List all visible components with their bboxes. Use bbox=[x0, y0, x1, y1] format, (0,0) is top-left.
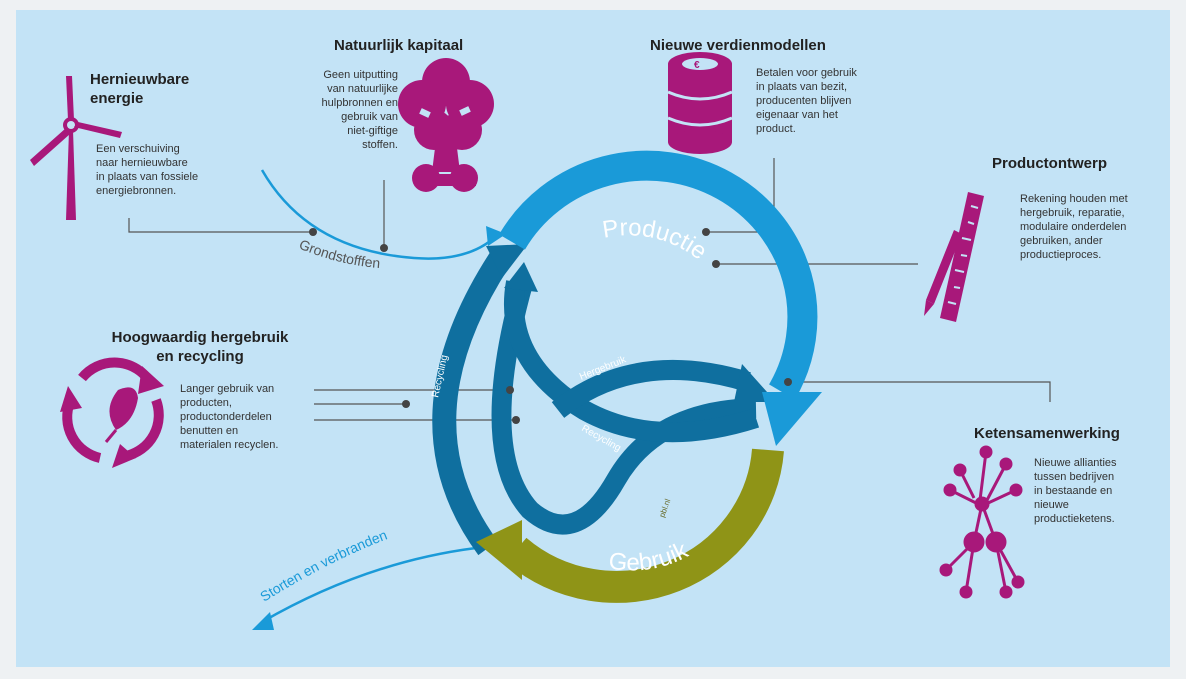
connector-chain-cooperation bbox=[788, 381, 1051, 402]
revenue-models-description: Betalen voor gebruik in plaats van bezit… bbox=[756, 67, 857, 135]
tree-icon bbox=[398, 58, 494, 192]
natural-capital-heading: Natuurlijk kapitaal bbox=[334, 37, 464, 54]
production-arc bbox=[499, 150, 818, 400]
use-arrowhead bbox=[476, 520, 522, 580]
energy-description: Een verschuiving naar hernieuwbare in pl… bbox=[96, 143, 199, 197]
reuse-loop bbox=[551, 360, 751, 418]
landfill-flow bbox=[261, 546, 477, 624]
wind-turbine-icon bbox=[30, 76, 122, 220]
inner-recycling-loop bbox=[491, 277, 757, 535]
reuse-recycling-heading: Hoogwaardig hergebruik en recycling bbox=[111, 329, 289, 365]
svg-text:€: € bbox=[694, 60, 700, 71]
credit-label: pbl.nl bbox=[657, 497, 672, 518]
raw-materials-arrowhead bbox=[486, 226, 506, 246]
outer-recycling-loop bbox=[432, 249, 513, 556]
inner-reuse-loop-back bbox=[503, 280, 760, 443]
reuse-recycling-description: Langer gebruik van producten, productond… bbox=[180, 383, 279, 451]
chain-cooperation-description: Nieuwe allianties tussen bedrijven in be… bbox=[1034, 457, 1117, 525]
coin-stack-icon: € bbox=[667, 52, 733, 154]
landfill-arrowhead bbox=[252, 612, 274, 630]
infographic-panel: Productie Gebruik Grondstofffen Storten … bbox=[16, 10, 1170, 667]
network-icon bbox=[939, 445, 1025, 599]
connector-dots bbox=[309, 228, 792, 424]
use-arc bbox=[505, 448, 784, 603]
ruler-pencil-icon bbox=[924, 192, 984, 322]
circular-economy-diagram: Productie Gebruik Grondstofffen Storten … bbox=[30, 52, 1051, 630]
natural-capital-description: Geen uitputting van natuurlijke hulpbron… bbox=[321, 69, 398, 151]
product-design-description: Rekening houden met hergebruik, reparati… bbox=[1020, 193, 1128, 261]
landfill-label: Storten en verbranden bbox=[257, 527, 389, 605]
recycle-arrowheads bbox=[60, 366, 164, 468]
connector-energy bbox=[128, 218, 313, 233]
inner-recycling-arrowhead bbox=[504, 262, 538, 292]
outer-recycling-arrowhead bbox=[486, 244, 528, 278]
product-design-heading: Productontwerp bbox=[992, 155, 1107, 172]
raw-materials-flow bbox=[260, 169, 495, 260]
revenue-models-heading: Nieuwe verdienmodellen bbox=[650, 37, 826, 54]
production-label: Productie bbox=[601, 214, 712, 265]
production-arrowhead bbox=[762, 392, 822, 446]
energy-heading: Hernieuwbare energie bbox=[90, 71, 190, 107]
chain-cooperation-heading: Ketensamenwerking bbox=[974, 425, 1120, 442]
